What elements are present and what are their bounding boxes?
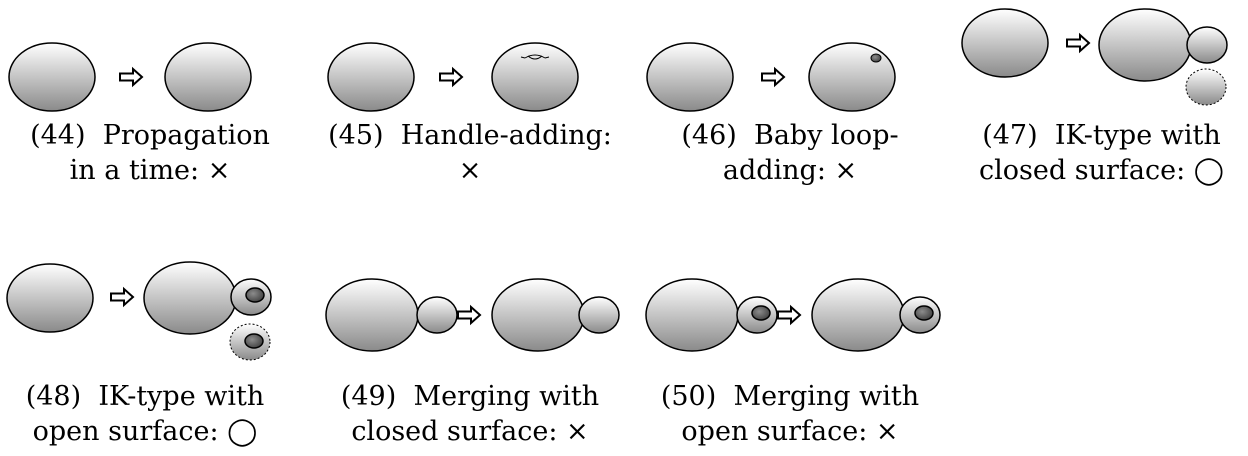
caption-title: Baby loop- [753, 120, 899, 151]
baby-loop-adding-diagram [646, 42, 896, 112]
initial-surface [961, 8, 1049, 78]
initial-surface [8, 42, 96, 112]
initial-surface [646, 42, 734, 112]
panel-50: (50) Merging with open surface: × [640, 255, 950, 456]
caption-number: (46) [681, 120, 737, 151]
caption-verdict: open surface: × [681, 416, 899, 447]
caption-title: Merging with [733, 381, 920, 412]
caption-verdict: × [458, 155, 482, 186]
double-right-arrow-icon [1066, 34, 1090, 52]
caption-title: IK-type with [1054, 120, 1221, 151]
caption-title: IK-type with [98, 381, 265, 412]
panel-47: (47) IK-type with closed surface: ◯ [955, 0, 1248, 230]
hole-icon [244, 333, 264, 349]
handle-icon [520, 54, 550, 60]
caption-title: Handle-adding: [400, 120, 612, 151]
hole-icon [751, 305, 771, 321]
baby-loop-icon [870, 53, 882, 63]
initial-surface [327, 42, 415, 112]
caption-number: (48) [25, 381, 82, 412]
merged-large-surface [811, 278, 905, 352]
surface-with-handle [491, 42, 579, 112]
large-surface [645, 278, 739, 352]
caption-47: (47) IK-type with closed surface: ◯ [955, 118, 1248, 188]
panel-46: (46) Baby loop- adding: × [640, 0, 940, 230]
caption-verdict: adding: × [722, 155, 858, 186]
ik-open-diagram [6, 261, 272, 361]
surface-with-baby-loop [808, 42, 896, 112]
caption-45: (45) Handle-adding: × [320, 118, 620, 188]
parent-surface [143, 261, 237, 335]
double-right-arrow-icon [457, 306, 481, 324]
double-right-arrow-icon [777, 306, 801, 324]
caption-verdict: closed surface: × [351, 416, 589, 447]
caption-49: (49) Merging with closed surface: × [320, 379, 620, 449]
caption-50: (50) Merging with open surface: × [640, 379, 940, 449]
double-right-arrow-icon [439, 68, 463, 86]
large-surface [325, 278, 419, 352]
ik-closed-diagram [961, 8, 1228, 106]
merging-open-diagram [645, 278, 941, 352]
caption-verdict: in a time: × [69, 155, 231, 186]
double-right-arrow-icon [761, 68, 785, 86]
double-right-arrow-icon [110, 288, 134, 306]
propagation-diagram [8, 42, 252, 112]
initial-surface [6, 263, 94, 333]
merged-small-surface [578, 296, 620, 334]
caption-number: (44) [30, 120, 86, 151]
caption-number: (45) [328, 120, 384, 151]
panel-48: (48) IK-type with open surface: ◯ [0, 255, 300, 456]
panel-44: (44) Propagation in a time: × [0, 0, 300, 230]
caption-title: Propagation [102, 120, 270, 151]
hole-icon [914, 305, 934, 321]
small-surface [416, 296, 458, 334]
merging-closed-diagram [325, 278, 620, 352]
emitted-surface-dual [1185, 68, 1227, 106]
caption-46: (46) Baby loop- adding: × [640, 118, 940, 188]
caption-title: Merging with [413, 381, 600, 412]
parent-surface [1098, 8, 1192, 82]
panel-45: (45) Handle-adding: × [320, 0, 620, 230]
double-right-arrow-icon [119, 68, 143, 86]
caption-number: (47) [982, 120, 1038, 151]
caption-number: (49) [340, 381, 397, 412]
caption-verdict: open surface: ◯ [32, 416, 258, 447]
caption-verdict: closed surface: ◯ [979, 155, 1224, 186]
emitted-surface [1186, 26, 1228, 64]
merged-large-surface [491, 278, 585, 352]
caption-48: (48) IK-type with open surface: ◯ [0, 379, 290, 449]
caption-number: (50) [660, 381, 717, 412]
hole-icon [245, 287, 265, 303]
caption-44: (44) Propagation in a time: × [0, 118, 300, 188]
propagated-surface [164, 42, 252, 112]
panel-49: (49) Merging with closed surface: × [320, 255, 620, 456]
handle-adding-diagram [327, 42, 579, 112]
